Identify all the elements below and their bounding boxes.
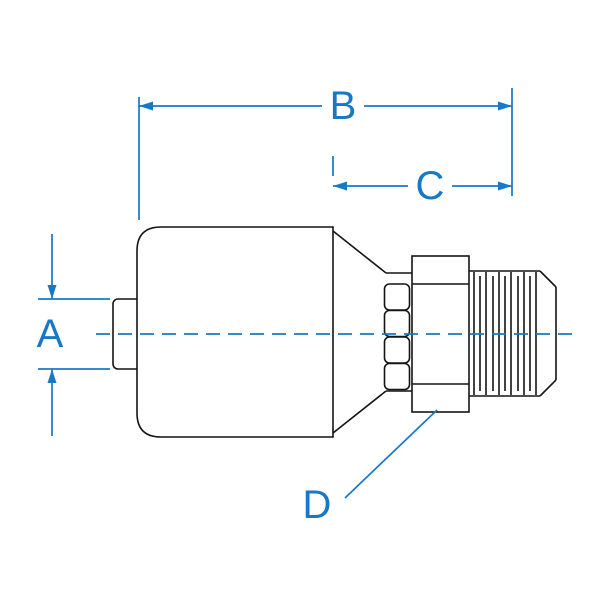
arrowhead-down-icon [47,285,57,299]
collar-segment [383,362,411,391]
taper-top [332,230,387,274]
dimension-a-label: A [37,312,64,356]
arrowhead-left-icon [333,181,347,191]
collar-segment [383,309,411,338]
thread-chamfer-top [539,270,557,288]
collar-segment [383,336,411,364]
arrowhead-right-icon [498,101,512,111]
arrowhead-up-icon [47,369,57,383]
dimension-c: C [332,156,512,208]
dimension-d: D [303,409,438,527]
dimension-b: B [138,84,513,220]
arrowhead-right-icon [498,181,512,191]
crimp-collar-segments [383,283,411,391]
dim-d-leader-line [344,409,438,499]
dimension-d-label: D [303,483,332,527]
dimension-b-label: B [330,84,357,128]
thread-chamfer-bottom [539,379,557,397]
arrowhead-left-icon [139,101,153,111]
fitting-drawing [112,226,557,438]
collar-segment [383,283,411,311]
ferrule-shell [136,226,334,438]
dimension-a: A [37,234,110,436]
taper-bottom [332,390,387,434]
dimension-c-label: C [416,164,445,208]
